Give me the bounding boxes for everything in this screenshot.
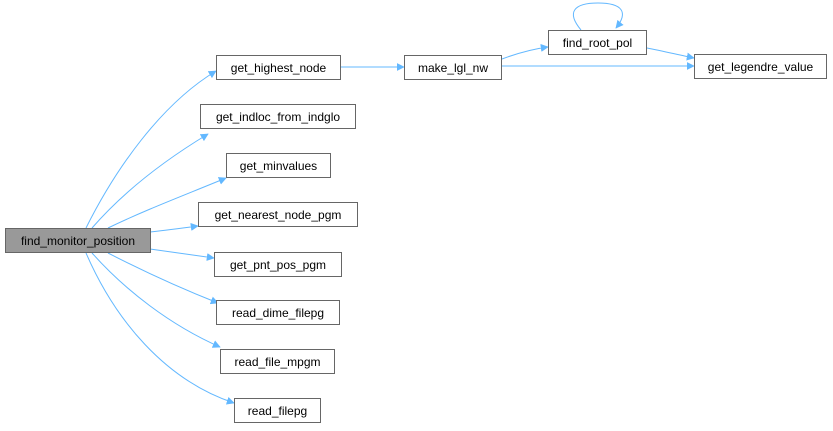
node-find-root-pol[interactable]: find_root_pol bbox=[548, 30, 647, 55]
node-read-dime-filepg[interactable]: read_dime_filepg bbox=[216, 300, 340, 325]
node-get-highest-node[interactable]: get_highest_node bbox=[216, 55, 341, 80]
node-read-filepg[interactable]: read_filepg bbox=[234, 398, 321, 423]
edge-root-to-read-dime-filepg bbox=[107, 252, 219, 305]
edge-root-to-get-nearest-node-pgm bbox=[149, 222, 199, 233]
edges-layer bbox=[85, 2, 695, 405]
node-get-minvalues[interactable]: get_minvalues bbox=[226, 153, 331, 178]
node-find-monitor-position[interactable]: find_monitor_position bbox=[5, 228, 151, 253]
node-get-nearest-node-pgm[interactable]: get_nearest_node_pgm bbox=[198, 202, 358, 227]
edge-find-root-pol-self-loop bbox=[572, 2, 624, 31]
node-get-pnt-pos-pgm[interactable]: get_pnt_pos_pgm bbox=[214, 252, 342, 277]
edge-make-lgl-nw-to-find-root-pol bbox=[501, 43, 549, 60]
edge-root-to-get-pnt-pos-pgm bbox=[149, 248, 215, 261]
edge-root-to-get-minvalues bbox=[107, 177, 227, 229]
node-make-lgl-nw[interactable]: make_lgl_nw bbox=[404, 55, 502, 80]
node-get-legendre-value[interactable]: get_legendre_value bbox=[694, 54, 827, 79]
node-get-indloc-from-indglo[interactable]: get_indloc_from_indglo bbox=[200, 104, 356, 129]
edge-root-to-read-file-mpgm bbox=[91, 252, 221, 348]
edge-root-to-read-filepg bbox=[85, 252, 235, 405]
edge-find-root-pol-to-get-legendre-value bbox=[646, 47, 695, 61]
edge-root-to-get-highest-node bbox=[85, 70, 217, 229]
node-read-file-mpgm[interactable]: read_file_mpgm bbox=[220, 349, 335, 374]
edge-root-to-get-indloc-from-indglo bbox=[91, 133, 209, 229]
